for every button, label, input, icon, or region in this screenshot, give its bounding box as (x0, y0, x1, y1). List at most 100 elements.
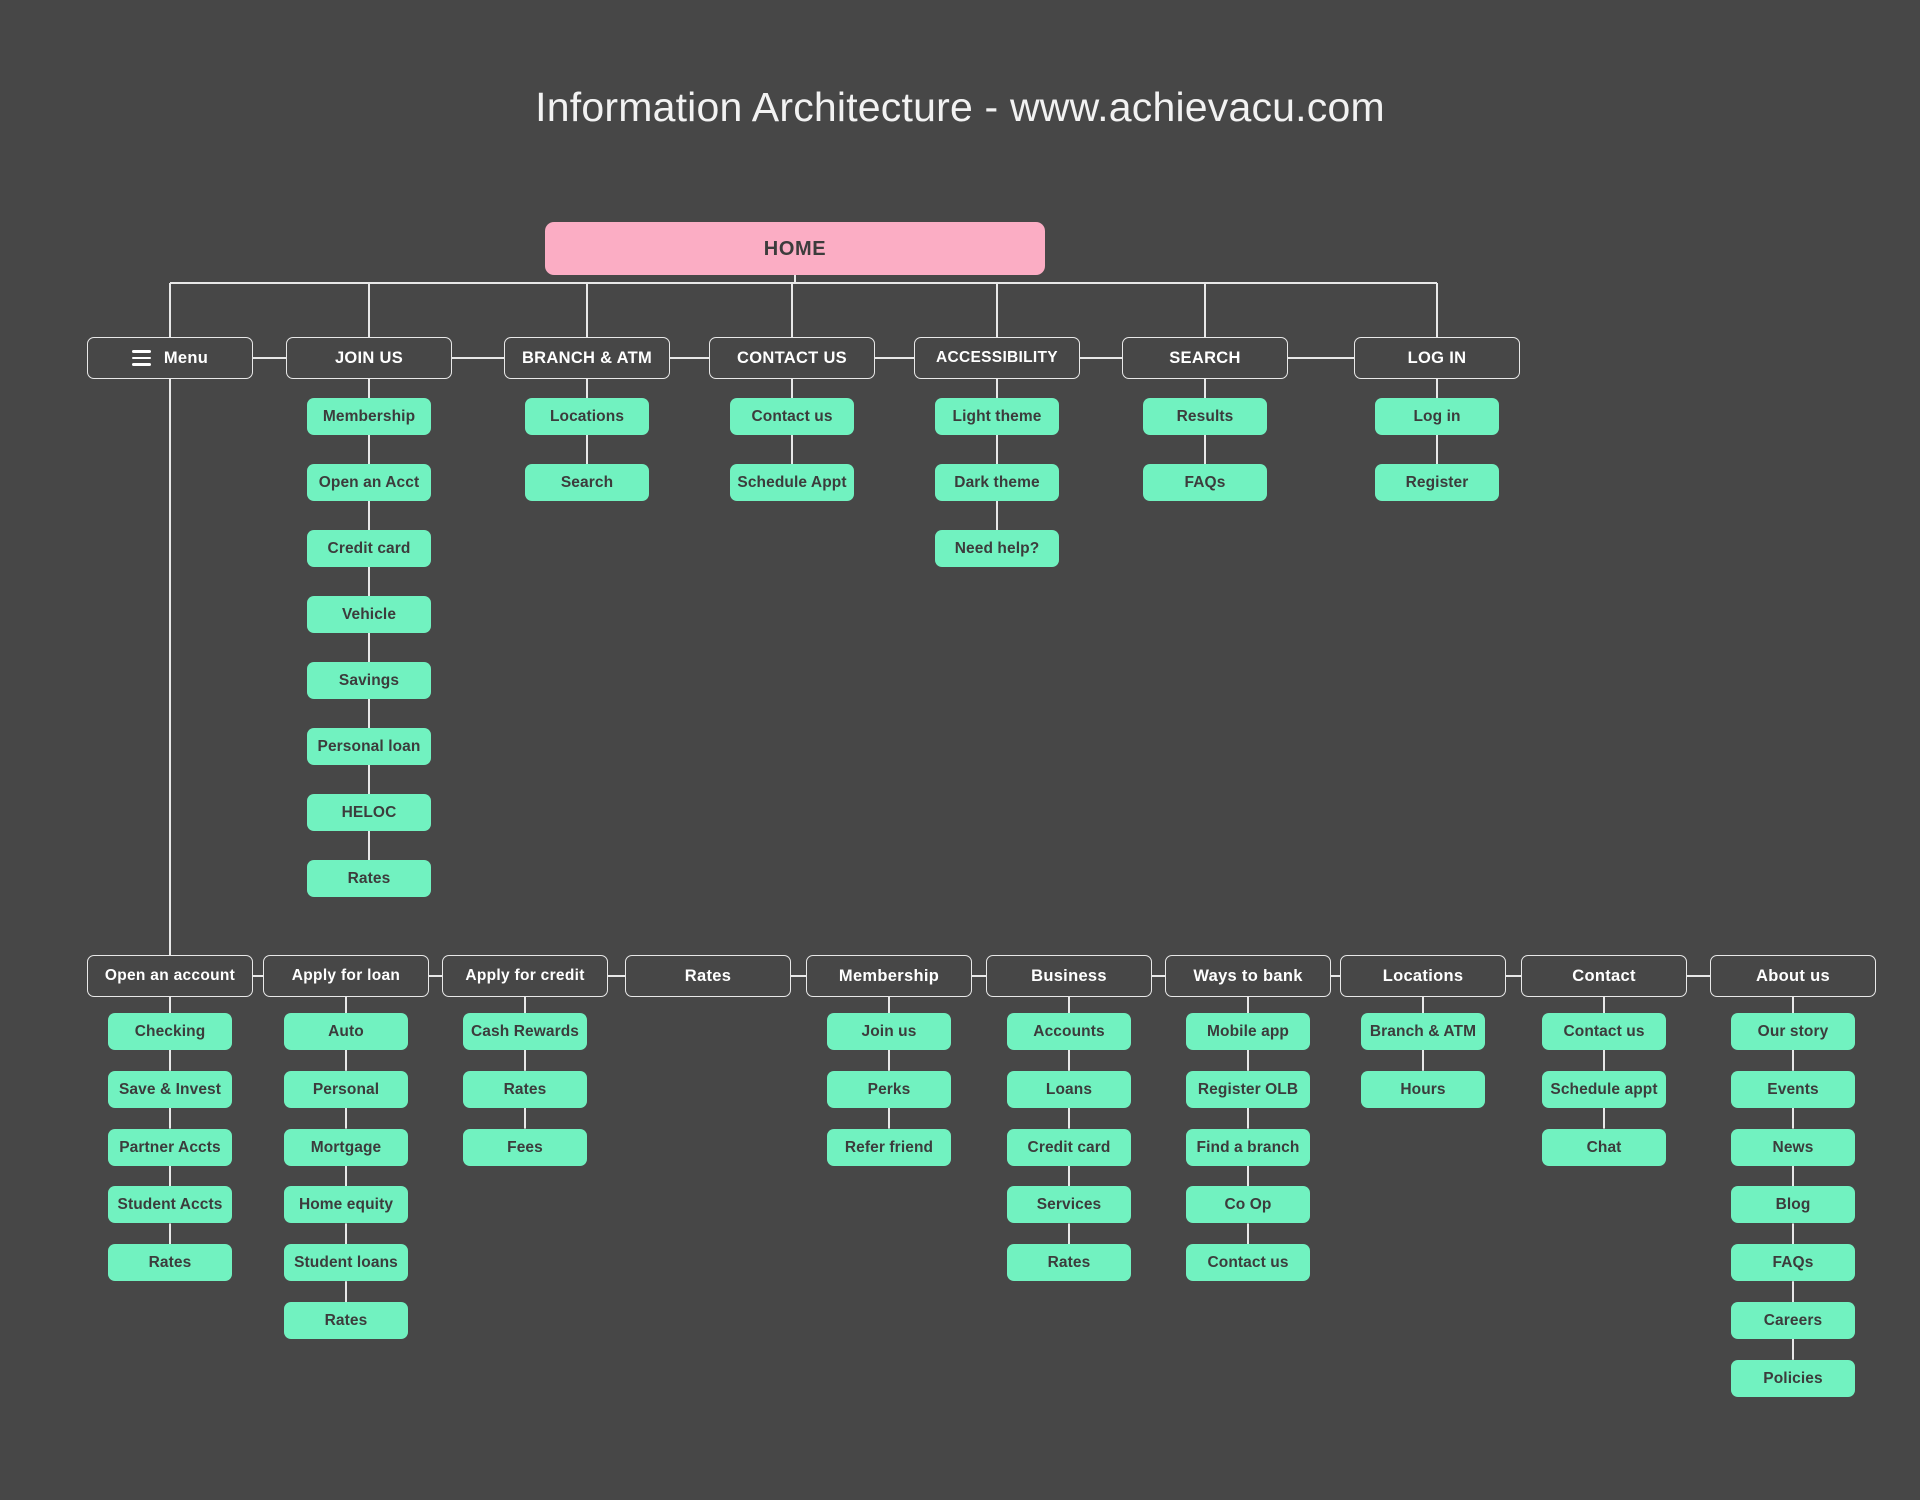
node-home[interactable]: HOME (545, 222, 1045, 275)
node-section-ways-to-bank[interactable]: Ways to bank (1165, 955, 1331, 997)
node-leaf-about-us-blog[interactable]: Blog (1731, 1186, 1855, 1224)
node-leaf-accessibility-need-help[interactable]: Need help? (935, 530, 1059, 567)
node-leaf-business-accounts[interactable]: Accounts (1007, 1013, 1131, 1050)
node-leaf-join-us-open-an-acct[interactable]: Open an Acct (307, 464, 431, 501)
node-section-open-an-account[interactable]: Open an account (87, 955, 253, 997)
node-leaf-apply-for-loan-auto[interactable]: Auto (284, 1013, 408, 1050)
node-leaf-apply-for-loan-student-loans-label: Student loans (294, 1254, 398, 1272)
node-leaf-branch-and-atm-search-label: Search (560, 473, 614, 491)
node-leaf-about-us-our-story-label: Our story (1757, 1022, 1829, 1040)
node-leaf-about-us-our-story[interactable]: Our story (1731, 1013, 1855, 1050)
node-top-log-in[interactable]: LOG IN (1354, 337, 1520, 379)
node-leaf-business-accounts-label: Accounts (1033, 1022, 1105, 1040)
node-top-search[interactable]: SEARCH (1122, 337, 1288, 379)
node-leaf-apply-for-credit-cash-rewards[interactable]: Cash Rewards (463, 1013, 587, 1050)
node-leaf-branch-and-atm-locations[interactable]: Locations (525, 398, 649, 435)
node-leaf-join-us-membership[interactable]: Membership (307, 398, 431, 435)
node-section-rates[interactable]: Rates (625, 955, 791, 997)
node-leaf-search-faqs[interactable]: FAQs (1143, 464, 1267, 501)
node-leaf-apply-for-loan-personal[interactable]: Personal (284, 1070, 408, 1108)
node-leaf-contact-chat-label: Chat (1586, 1138, 1622, 1156)
node-leaf-business-rates[interactable]: Rates (1007, 1244, 1131, 1282)
node-leaf-contact-schedule-appt[interactable]: Schedule appt (1542, 1070, 1666, 1108)
node-leaf-business-loans[interactable]: Loans (1007, 1070, 1131, 1108)
node-leaf-locations-hours[interactable]: Hours (1361, 1070, 1485, 1108)
node-leaf-contact-contact-us[interactable]: Contact us (1542, 1013, 1666, 1050)
node-leaf-locations-branch-and-atm[interactable]: Branch & ATM (1361, 1013, 1485, 1050)
node-section-apply-for-loan[interactable]: Apply for loan (263, 955, 429, 997)
node-leaf-apply-for-loan-rates[interactable]: Rates (284, 1302, 408, 1339)
node-leaf-apply-for-loan-student-loans[interactable]: Student loans (284, 1244, 408, 1282)
node-leaf-apply-for-credit-rates[interactable]: Rates (463, 1070, 587, 1108)
node-leaf-contact-us-schedule-appt[interactable]: Schedule Appt (730, 464, 854, 501)
node-leaf-ways-to-bank-find-a-branch[interactable]: Find a branch (1186, 1128, 1310, 1166)
node-leaf-branch-and-atm-search[interactable]: Search (525, 464, 649, 501)
node-top-menu[interactable]: Menu (87, 337, 253, 379)
node-leaf-contact-us-contact-us[interactable]: Contact us (730, 398, 854, 435)
node-leaf-business-credit-card[interactable]: Credit card (1007, 1128, 1131, 1166)
node-leaf-accessibility-dark-theme-label: Dark theme (954, 473, 1040, 491)
node-leaf-locations-hours-label: Hours (1400, 1080, 1446, 1098)
node-leaf-membership-perks[interactable]: Perks (827, 1070, 951, 1108)
node-leaf-contact-contact-us-label: Contact us (1563, 1022, 1645, 1040)
node-leaf-open-an-account-partner-accts[interactable]: Partner Accts (108, 1128, 232, 1166)
node-leaf-accessibility-light-theme[interactable]: Light theme (935, 398, 1059, 435)
node-leaf-membership-join-us[interactable]: Join us (827, 1013, 951, 1050)
node-section-locations[interactable]: Locations (1340, 955, 1506, 997)
node-leaf-open-an-account-rates[interactable]: Rates (108, 1244, 232, 1282)
node-leaf-contact-us-contact-us-label: Contact us (751, 407, 833, 425)
node-leaf-contact-chat[interactable]: Chat (1542, 1128, 1666, 1166)
node-leaf-about-us-careers[interactable]: Careers (1731, 1302, 1855, 1339)
node-leaf-ways-to-bank-mobile-app-label: Mobile app (1207, 1022, 1289, 1040)
node-section-about-us[interactable]: About us (1710, 955, 1876, 997)
node-leaf-apply-for-credit-cash-rewards-label: Cash Rewards (470, 1022, 580, 1040)
node-leaf-about-us-faqs[interactable]: FAQs (1731, 1244, 1855, 1282)
node-leaf-search-results[interactable]: Results (1143, 398, 1267, 435)
node-leaf-accessibility-dark-theme[interactable]: Dark theme (935, 464, 1059, 501)
node-section-membership[interactable]: Membership (806, 955, 972, 997)
node-section-contact[interactable]: Contact (1521, 955, 1687, 997)
node-leaf-ways-to-bank-register-olb[interactable]: Register OLB (1186, 1070, 1310, 1108)
node-section-business[interactable]: Business (986, 955, 1152, 997)
node-leaf-about-us-news[interactable]: News (1731, 1128, 1855, 1166)
node-leaf-ways-to-bank-mobile-app[interactable]: Mobile app (1186, 1013, 1310, 1050)
node-leaf-apply-for-loan-home-equity[interactable]: Home equity (284, 1186, 408, 1224)
node-top-contact-us[interactable]: CONTACT US (709, 337, 875, 379)
node-leaf-join-us-savings[interactable]: Savings (307, 662, 431, 699)
node-leaf-apply-for-credit-fees[interactable]: Fees (463, 1128, 587, 1166)
node-leaf-apply-for-loan-personal-label: Personal (312, 1080, 380, 1098)
node-leaf-open-an-account-student-accts[interactable]: Student Accts (108, 1186, 232, 1224)
node-leaf-about-us-events[interactable]: Events (1731, 1070, 1855, 1108)
node-leaf-log-in-log-in-label: Log in (1413, 407, 1461, 425)
node-leaf-ways-to-bank-contact-us[interactable]: Contact us (1186, 1244, 1310, 1282)
node-leaf-apply-for-loan-mortgage[interactable]: Mortgage (284, 1128, 408, 1166)
node-leaf-log-in-log-in[interactable]: Log in (1375, 398, 1499, 435)
node-leaf-log-in-register[interactable]: Register (1375, 464, 1499, 501)
node-top-join-us[interactable]: JOIN US (286, 337, 452, 379)
node-leaf-about-us-policies[interactable]: Policies (1731, 1359, 1855, 1397)
node-leaf-join-us-heloc[interactable]: HELOC (307, 794, 431, 831)
node-leaf-join-us-vehicle[interactable]: Vehicle (307, 596, 431, 633)
node-leaf-business-services[interactable]: Services (1007, 1186, 1131, 1224)
node-leaf-open-an-account-save-and-invest-label: Save & Invest (118, 1080, 222, 1098)
node-leaf-membership-refer-friend-label: Refer friend (844, 1138, 934, 1156)
node-top-log-in-label: LOG IN (1407, 348, 1467, 367)
node-leaf-join-us-personal-loan[interactable]: Personal loan (307, 728, 431, 765)
page-title: Information Architecture - www.achievacu… (535, 84, 1385, 130)
node-section-rates-label: Rates (684, 966, 732, 985)
node-leaf-open-an-account-checking[interactable]: Checking (108, 1013, 232, 1050)
node-leaf-membership-refer-friend[interactable]: Refer friend (827, 1128, 951, 1166)
node-leaf-join-us-rates[interactable]: Rates (307, 860, 431, 897)
node-leaf-join-us-credit-card[interactable]: Credit card (307, 530, 431, 567)
node-top-branch-and-atm[interactable]: BRANCH & ATM (504, 337, 670, 379)
node-section-ways-to-bank-label: Ways to bank (1193, 966, 1303, 985)
node-leaf-locations-branch-and-atm-label: Branch & ATM (1369, 1022, 1477, 1040)
node-section-locations-label: Locations (1382, 966, 1464, 985)
node-top-accessibility[interactable]: ACCESSIBILITY (914, 337, 1080, 379)
node-leaf-apply-for-loan-home-equity-label: Home equity (298, 1196, 394, 1214)
node-leaf-open-an-account-save-and-invest[interactable]: Save & Invest (108, 1070, 232, 1108)
node-leaf-ways-to-bank-co-op[interactable]: Co Op (1186, 1186, 1310, 1224)
node-section-apply-for-credit[interactable]: Apply for credit (442, 955, 608, 997)
node-section-contact-label: Contact (1572, 966, 1636, 985)
